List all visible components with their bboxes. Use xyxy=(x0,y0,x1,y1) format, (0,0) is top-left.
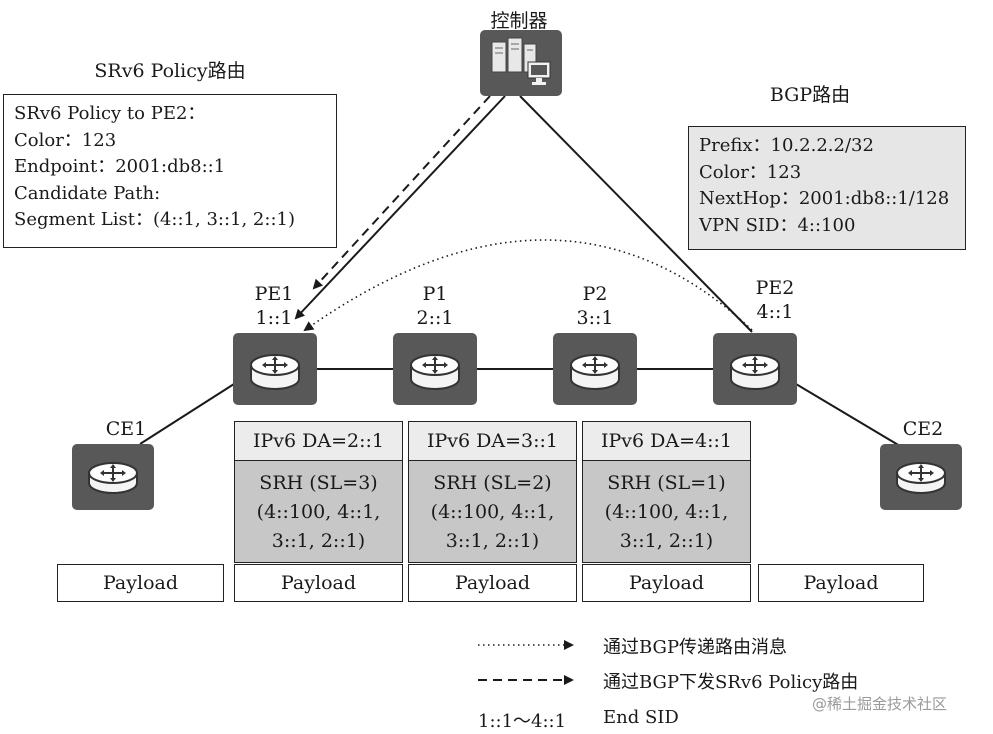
payload-ce2: Payload xyxy=(758,564,924,602)
srv6-policy-line: SRv6 Policy to PE2： xyxy=(14,103,206,124)
ce1-name: CE1 xyxy=(105,418,147,440)
watermark: @稀土掘金技术社区 xyxy=(812,695,948,713)
payload-ce1: Payload xyxy=(57,564,224,602)
server-monitor-icon xyxy=(491,37,551,85)
p2-name: P2 xyxy=(582,283,608,305)
pe1-sid: 1::1 xyxy=(255,307,293,329)
bgp-route-box: Prefix：10.2.2.2/32 Color：123 NextHop：200… xyxy=(688,126,966,250)
bgp-route-dotted-arc xyxy=(303,239,753,332)
bgp-route-line: Color：123 xyxy=(699,161,802,183)
router-p2[interactable] xyxy=(553,333,637,405)
ce2-name: CE2 xyxy=(902,418,944,440)
bgp-route-line: Prefix：10.2.2.2/32 xyxy=(699,135,874,156)
pe2-name: PE2 xyxy=(755,277,795,299)
legend-dotted-text: 通过BGP传递路由消息 xyxy=(603,637,788,658)
pe1-name: PE1 xyxy=(254,283,294,305)
p2-sid: 3::1 xyxy=(576,307,614,329)
srh-list-2: 3::1, 2::1) xyxy=(271,530,366,552)
bgp-route-line: VPN SID：4::100 xyxy=(699,214,856,236)
srv6-policy-line: Color：123 xyxy=(14,129,117,151)
legend-sid-range: 1::1～4::1 xyxy=(478,711,567,732)
router-ce1[interactable] xyxy=(72,444,154,510)
srv6-policy-line: Endpoint：2001:db8::1 xyxy=(14,156,226,177)
router-icon xyxy=(570,354,620,390)
packet-pe1-p1: IPv6 DA=2::1 SRH (SL=3) (4::100, 4::1, 3… xyxy=(234,421,403,563)
p2-label: P2 3::1 xyxy=(553,282,637,330)
p1-name: P1 xyxy=(422,283,448,305)
p1-label: P1 2::1 xyxy=(393,282,477,330)
link-controller-pe2 xyxy=(519,95,753,333)
payload-p1-p2: Payload xyxy=(408,564,577,602)
srh-list-1: (4::100, 4::1, xyxy=(604,501,729,523)
ipv6-da: IPv6 DA=3::1 xyxy=(409,422,576,461)
payload-pe1-p1: Payload xyxy=(234,564,403,602)
ipv6-da: IPv6 DA=2::1 xyxy=(235,422,402,461)
legend-dashed-text: 通过BGP下发SRv6 Policy路由 xyxy=(603,672,859,693)
router-ce2[interactable] xyxy=(880,444,962,510)
srh-sl: SRH (SL=1) xyxy=(607,472,726,494)
packet-p1-p2: IPv6 DA=3::1 SRH (SL=2) (4::100, 4::1, 3… xyxy=(408,421,577,563)
router-p1[interactable] xyxy=(393,333,477,405)
pe2-sid: 4::1 xyxy=(756,301,794,323)
srh-list-1: (4::100, 4::1, xyxy=(430,501,555,523)
link-ce1-pe1 xyxy=(139,383,235,445)
link-controller-pe1-dashed xyxy=(312,95,491,290)
srh-header: SRH (SL=1) (4::100, 4::1, 3::1, 2::1) xyxy=(583,461,750,562)
router-icon xyxy=(250,354,300,390)
srh-header: SRH (SL=2) (4::100, 4::1, 3::1, 2::1) xyxy=(409,461,576,562)
link-controller-pe1 xyxy=(294,95,506,320)
ipv6-da: IPv6 DA=4::1 xyxy=(583,422,750,461)
router-pe1[interactable] xyxy=(233,333,317,405)
pe1-label: PE1 1::1 xyxy=(232,282,316,330)
router-icon xyxy=(410,354,460,390)
srv6-policy-title: SRv6 Policy路由 xyxy=(94,60,246,82)
srv6-policy-box: SRv6 Policy to PE2： Color：123 Endpoint：2… xyxy=(3,94,337,248)
bgp-route-line: NextHop：2001:db8::1/128 xyxy=(699,188,950,209)
srh-list-1: (4::100, 4::1, xyxy=(256,501,381,523)
payload-p2-pe2: Payload xyxy=(582,564,751,602)
srh-list-2: 3::1, 2::1) xyxy=(445,530,540,552)
legend-sid-label: End SID xyxy=(603,707,679,728)
srh-sl: SRH (SL=2) xyxy=(433,472,552,494)
controller-node[interactable] xyxy=(480,30,562,96)
router-icon xyxy=(896,462,946,494)
packet-p2-pe2: IPv6 DA=4::1 SRH (SL=1) (4::100, 4::1, 3… xyxy=(582,421,751,563)
bgp-route-title: BGP路由 xyxy=(769,84,851,106)
controller-label: 控制器 xyxy=(490,10,548,32)
srh-header: SRH (SL=3) (4::100, 4::1, 3::1, 2::1) xyxy=(235,461,402,562)
router-icon xyxy=(730,354,780,390)
router-pe2[interactable] xyxy=(713,333,797,405)
link-pe2-ce2 xyxy=(795,383,901,447)
router-icon xyxy=(88,462,138,494)
srh-list-2: 3::1, 2::1) xyxy=(619,530,714,552)
srv6-policy-line: Candidate Path: xyxy=(14,182,161,204)
srh-sl: SRH (SL=3) xyxy=(259,472,378,494)
pe2-label: PE2 4::1 xyxy=(740,276,810,324)
p1-sid: 2::1 xyxy=(416,307,454,329)
srv6-policy-line: Segment List：(4::1, 3::1, 2::1) xyxy=(14,209,295,230)
